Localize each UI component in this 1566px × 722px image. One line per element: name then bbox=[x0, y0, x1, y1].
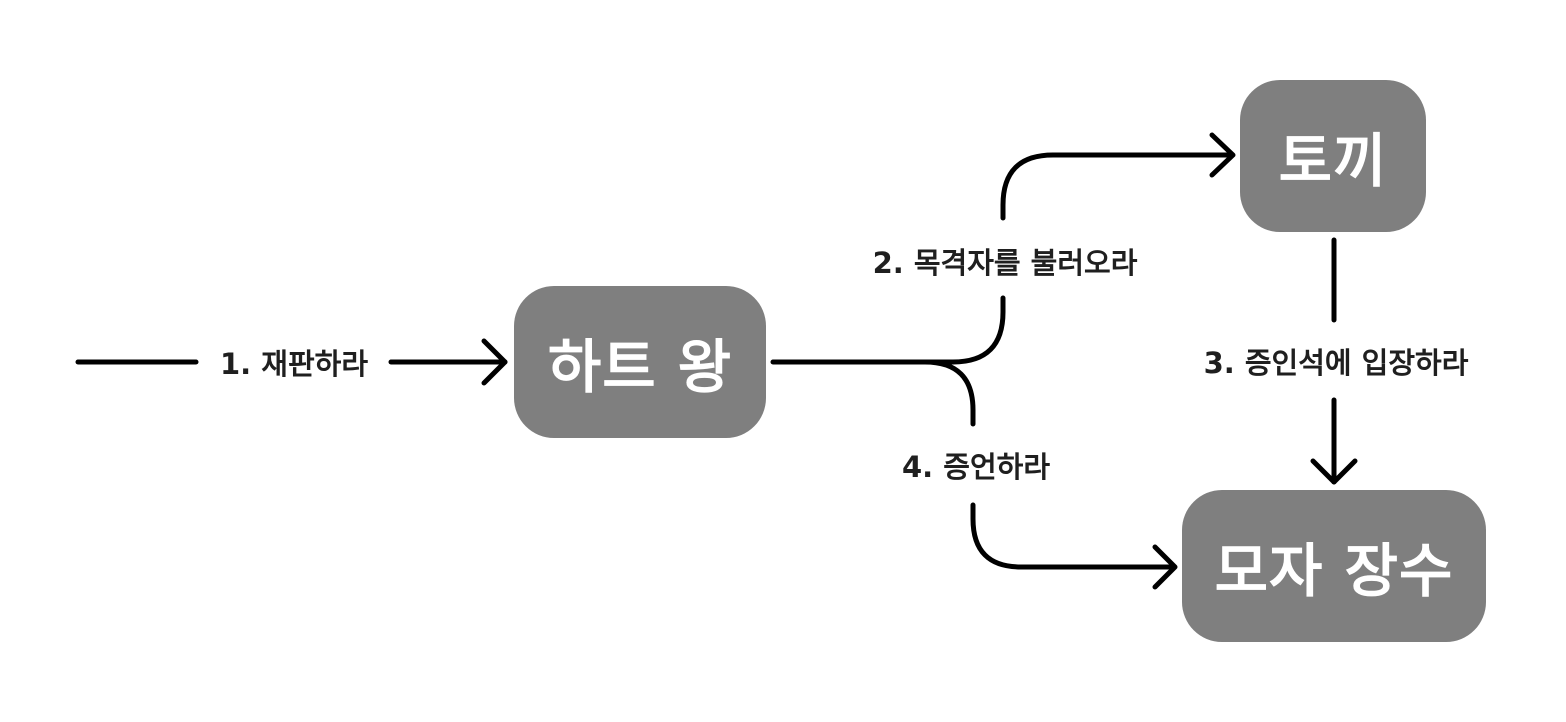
edge-2-label: 2. 목격자를 불러오라 bbox=[860, 240, 1150, 282]
edge-4-lower-curve bbox=[970, 502, 1177, 570]
edge-3-arrowhead bbox=[1310, 458, 1358, 485]
node-hatter-label: 모자 장수 bbox=[1214, 537, 1454, 605]
edge-4-arrowhead bbox=[1152, 544, 1178, 590]
node-king-label: 하트 왕 bbox=[547, 333, 733, 401]
node-hatter: 모자 장수 bbox=[1182, 490, 1486, 642]
edge-1-arrowhead bbox=[481, 338, 508, 386]
node-king-of-hearts: 하트 왕 bbox=[514, 286, 766, 438]
edge-2-upper-curve bbox=[1000, 152, 1235, 221]
edge-2-arrowhead bbox=[1209, 132, 1236, 178]
edge-2-lower-curve bbox=[950, 295, 1006, 365]
node-rabbit: 토끼 bbox=[1240, 80, 1426, 232]
node-rabbit-label: 토끼 bbox=[1278, 127, 1388, 195]
edge-4-label: 4. 증언하라 bbox=[892, 444, 1060, 486]
edge-4-upper-curve bbox=[922, 359, 976, 427]
edge-1-label: 1. 재판하라 bbox=[200, 342, 388, 382]
edge-3-label: 3. 증인석에 입장하라 bbox=[1190, 340, 1482, 382]
